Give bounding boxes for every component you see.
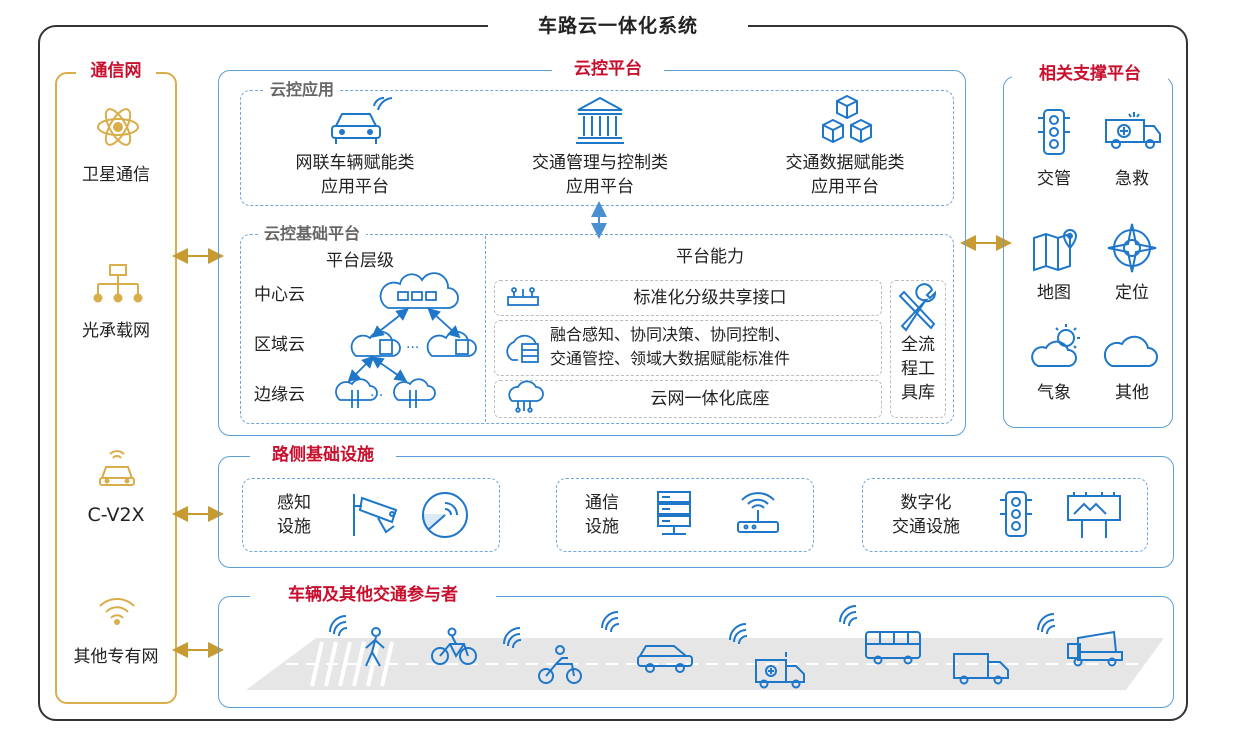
- roadside-panel: [218, 456, 1174, 568]
- connected-car-icon: [331, 96, 393, 144]
- interface-icon: [507, 287, 539, 306]
- roadside-title: 路侧基础设施: [250, 442, 396, 468]
- radar-icon: [421, 492, 468, 538]
- vehicles-panel: [218, 596, 1174, 708]
- app-label: 应用平台: [811, 177, 879, 197]
- roadside-group-label: 感知: [277, 493, 311, 513]
- support-platforms-title: 相关支撑平台: [1012, 61, 1168, 87]
- wifi-icon: [99, 597, 135, 625]
- connected-car-icon: [99, 450, 135, 486]
- capability-title: 平台能力: [676, 247, 744, 267]
- toolchain-label: 全流: [901, 335, 935, 355]
- level-label-edge: 边缘云: [254, 385, 305, 405]
- satellite-atom-icon: [97, 108, 139, 146]
- support-item-label: 其他: [1115, 383, 1149, 403]
- app-label: 应用平台: [321, 177, 389, 197]
- weather-icon: [1031, 324, 1080, 367]
- roadside-group-label: 交通设施: [892, 517, 960, 537]
- roadside-group-label: 数字化: [900, 493, 952, 513]
- app-label: 交通管理与控制类: [532, 153, 668, 173]
- vehicles-title: 车辆及其他交通参与者: [250, 582, 496, 608]
- traffic-light-icon: [1000, 491, 1032, 537]
- comm-item-label: 卫星通信: [82, 165, 150, 185]
- camera-icon: [353, 494, 398, 536]
- cloud-base-title: 云控基础平台: [258, 223, 367, 245]
- capability-row: [494, 280, 882, 316]
- svg-text:···: ···: [406, 340, 419, 356]
- compass-icon: [1107, 223, 1157, 273]
- support-item-label: 气象: [1037, 383, 1071, 403]
- support-item-label: 急救: [1115, 169, 1149, 189]
- roadside-group-communication: [556, 478, 814, 552]
- support-item-label: 交管: [1037, 169, 1071, 189]
- ambulance-icon: [1105, 112, 1161, 149]
- capability-text: 云网一体化底座: [650, 389, 770, 409]
- app-label: 应用平台: [566, 177, 634, 197]
- cloud-icon: [1103, 335, 1158, 367]
- tools-icon: [898, 283, 936, 332]
- car-icon: [637, 645, 693, 673]
- comm-network-title: 通信网: [76, 58, 156, 84]
- app-label: 网联车辆赋能类: [295, 153, 415, 173]
- government-building-icon: [576, 96, 624, 144]
- cloud-hierarchy-diagram: ··· ···: [335, 272, 477, 408]
- comm-item-label: C-V2X: [87, 504, 145, 526]
- app-label: 交通数据赋能类: [785, 153, 905, 173]
- router-icon: [737, 492, 779, 533]
- comm-connection-arrows: [172, 248, 224, 658]
- comm-item-label: 其他专有网: [73, 647, 159, 667]
- ambulance-icon: [755, 652, 805, 689]
- bicycle-icon: [431, 627, 477, 665]
- apps-base-connection-arrow: [591, 201, 607, 239]
- cloud-base-panel: [240, 234, 954, 424]
- motorcycle-icon: [538, 645, 582, 684]
- bus-icon: [865, 631, 921, 665]
- roadside-group-label: 设施: [585, 517, 619, 537]
- network-topology-icon: [93, 264, 143, 303]
- pedestrian-icon: [365, 627, 385, 667]
- support-item-label: 定位: [1115, 283, 1149, 303]
- truck-icon: [953, 653, 1009, 685]
- capability-row: [494, 320, 882, 376]
- road-scene: [246, 605, 1164, 690]
- capability-text: 融合感知、协同决策、协同控制、: [550, 325, 791, 344]
- svg-text:···: ···: [370, 388, 383, 404]
- data-cubes-icon: [822, 94, 872, 144]
- map-icon: [1033, 228, 1078, 272]
- roadside-group-digital: [862, 478, 1148, 552]
- roadside-group-perception: [242, 478, 500, 552]
- support-connection-arrow: [960, 235, 1012, 251]
- toolchain-label: 程工: [901, 359, 935, 379]
- cloud-network-icon: [508, 380, 544, 413]
- cloud-base-divider: [485, 236, 486, 422]
- comm-item-label: 光承载网: [82, 321, 150, 341]
- capability-row: [494, 380, 882, 418]
- roadside-group-label: 设施: [277, 517, 311, 537]
- level-label-center: 中心云: [254, 285, 305, 305]
- toolchain-box: [890, 280, 946, 418]
- traffic-light-icon: [1038, 109, 1070, 155]
- roadside-group-label: 通信: [585, 493, 619, 513]
- level-label-region: 区域云: [254, 335, 305, 355]
- cloud-apps-title: 云控应用: [264, 79, 341, 101]
- road-surface: [246, 638, 1164, 690]
- capability-text: 标准化分级共享接口: [633, 288, 787, 308]
- cloud-server-icon: [506, 334, 539, 363]
- billboard-icon: [1067, 492, 1121, 538]
- capability-text: 交通管控、领域大数据赋能标准件: [550, 349, 791, 368]
- server-icon: [657, 491, 691, 535]
- cloud-platform-title: 云控平台: [552, 56, 664, 82]
- levels-title: 平台层级: [326, 251, 394, 271]
- dump-truck-icon: [1067, 630, 1123, 667]
- support-item-label: 地图: [1037, 283, 1071, 303]
- system-title: 车路云一体化系统: [488, 10, 748, 42]
- toolchain-label: 具库: [901, 383, 935, 403]
